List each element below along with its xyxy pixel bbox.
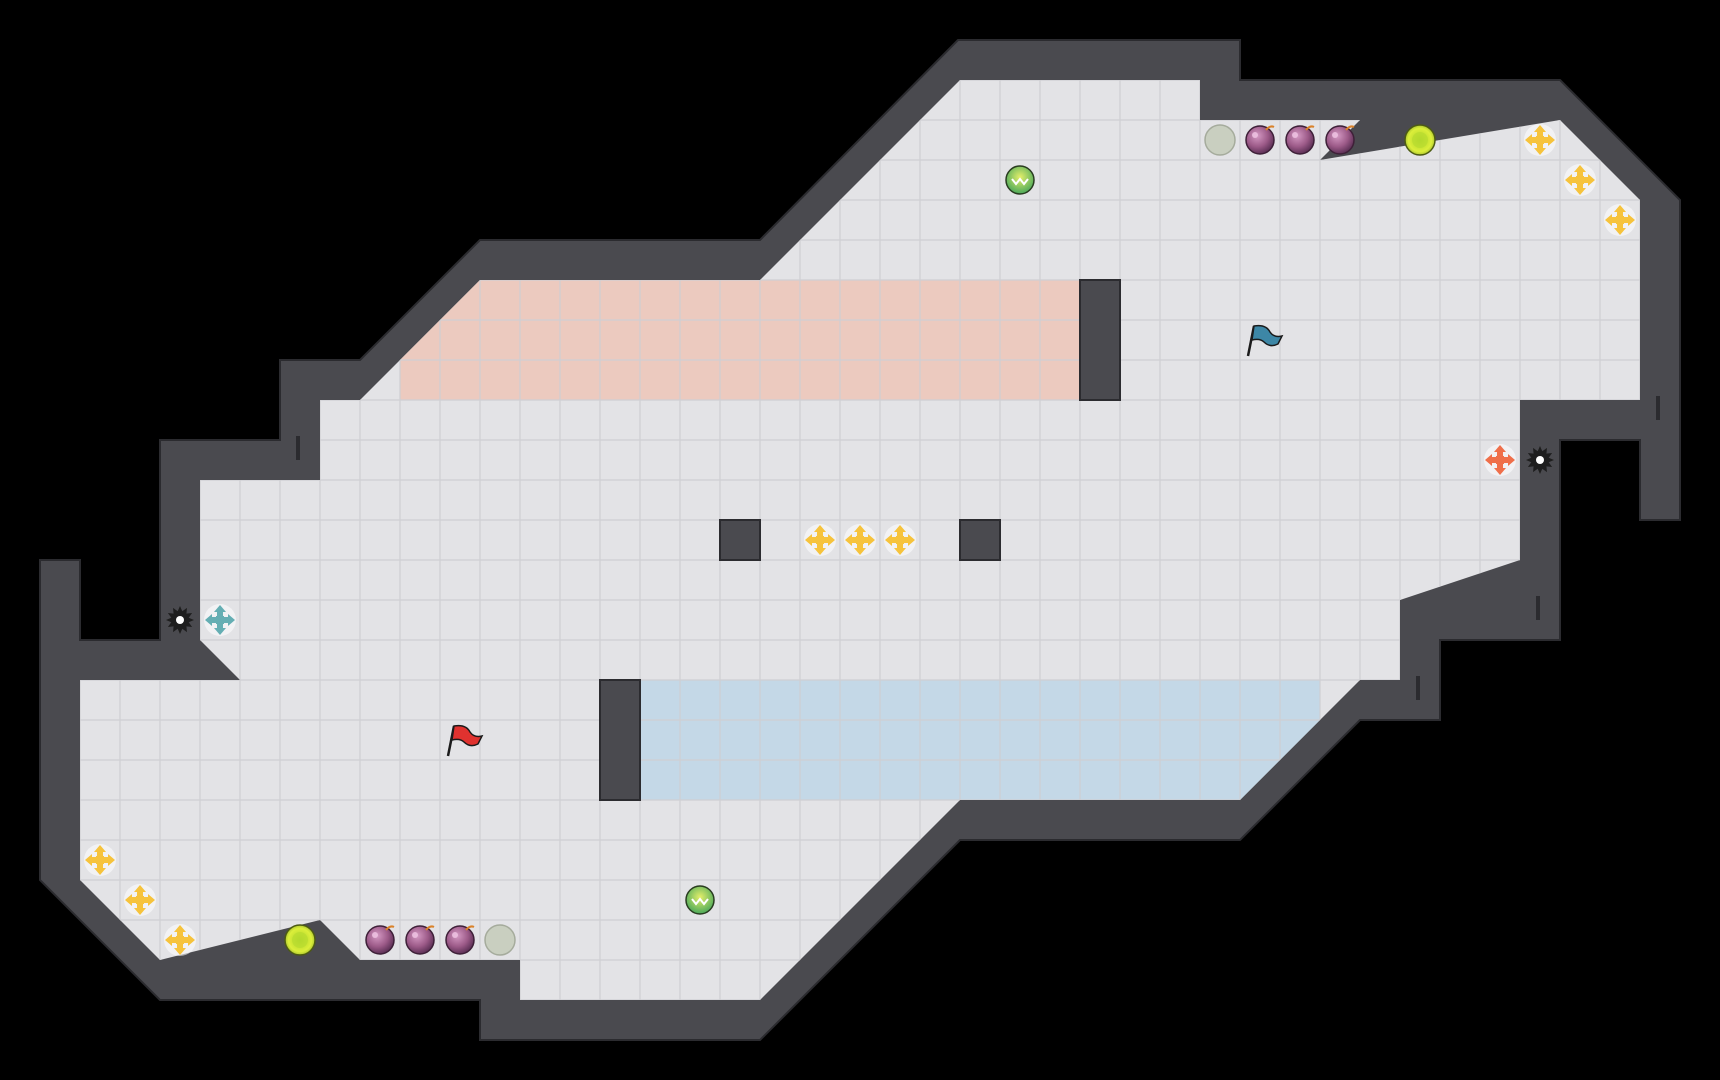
- powerup-icon: [284, 924, 316, 956]
- bomb-icon: [1285, 125, 1315, 155]
- boost-icon: [1564, 164, 1596, 196]
- red-flag-icon: [446, 724, 484, 757]
- blue-boost-icon: [204, 604, 236, 636]
- wall-block-red-zone: [1079, 279, 1121, 401]
- boost-icon: [124, 884, 156, 916]
- boost-icon: [1604, 204, 1636, 236]
- blue-team-zone: [640, 680, 1320, 800]
- bomb-icon: [445, 925, 475, 955]
- button-icon: [1204, 124, 1236, 156]
- bomb-icon: [405, 925, 435, 955]
- bomb-icon: [1325, 125, 1355, 155]
- boost-icon: [1524, 124, 1556, 156]
- wall-block-blue-zone: [599, 679, 641, 801]
- spike-icon: [166, 606, 194, 634]
- jukejuice-icon: [1005, 165, 1035, 195]
- wall-block-center-right: [959, 519, 1001, 561]
- powerup-icon: [1404, 124, 1436, 156]
- boost-icon: [844, 524, 876, 556]
- boost-icon: [804, 524, 836, 556]
- spike-icon: [1526, 446, 1554, 474]
- boost-icon: [164, 924, 196, 956]
- boost-icon: [84, 844, 116, 876]
- red-boost-icon: [1484, 444, 1516, 476]
- button-icon: [484, 924, 516, 956]
- bomb-icon: [365, 925, 395, 955]
- jukejuice-icon: [685, 885, 715, 915]
- red-team-zone: [400, 280, 1080, 400]
- bomb-icon: [1245, 125, 1275, 155]
- wall-block-center-left: [719, 519, 761, 561]
- blue-flag-icon: [1246, 324, 1284, 357]
- boost-icon: [884, 524, 916, 556]
